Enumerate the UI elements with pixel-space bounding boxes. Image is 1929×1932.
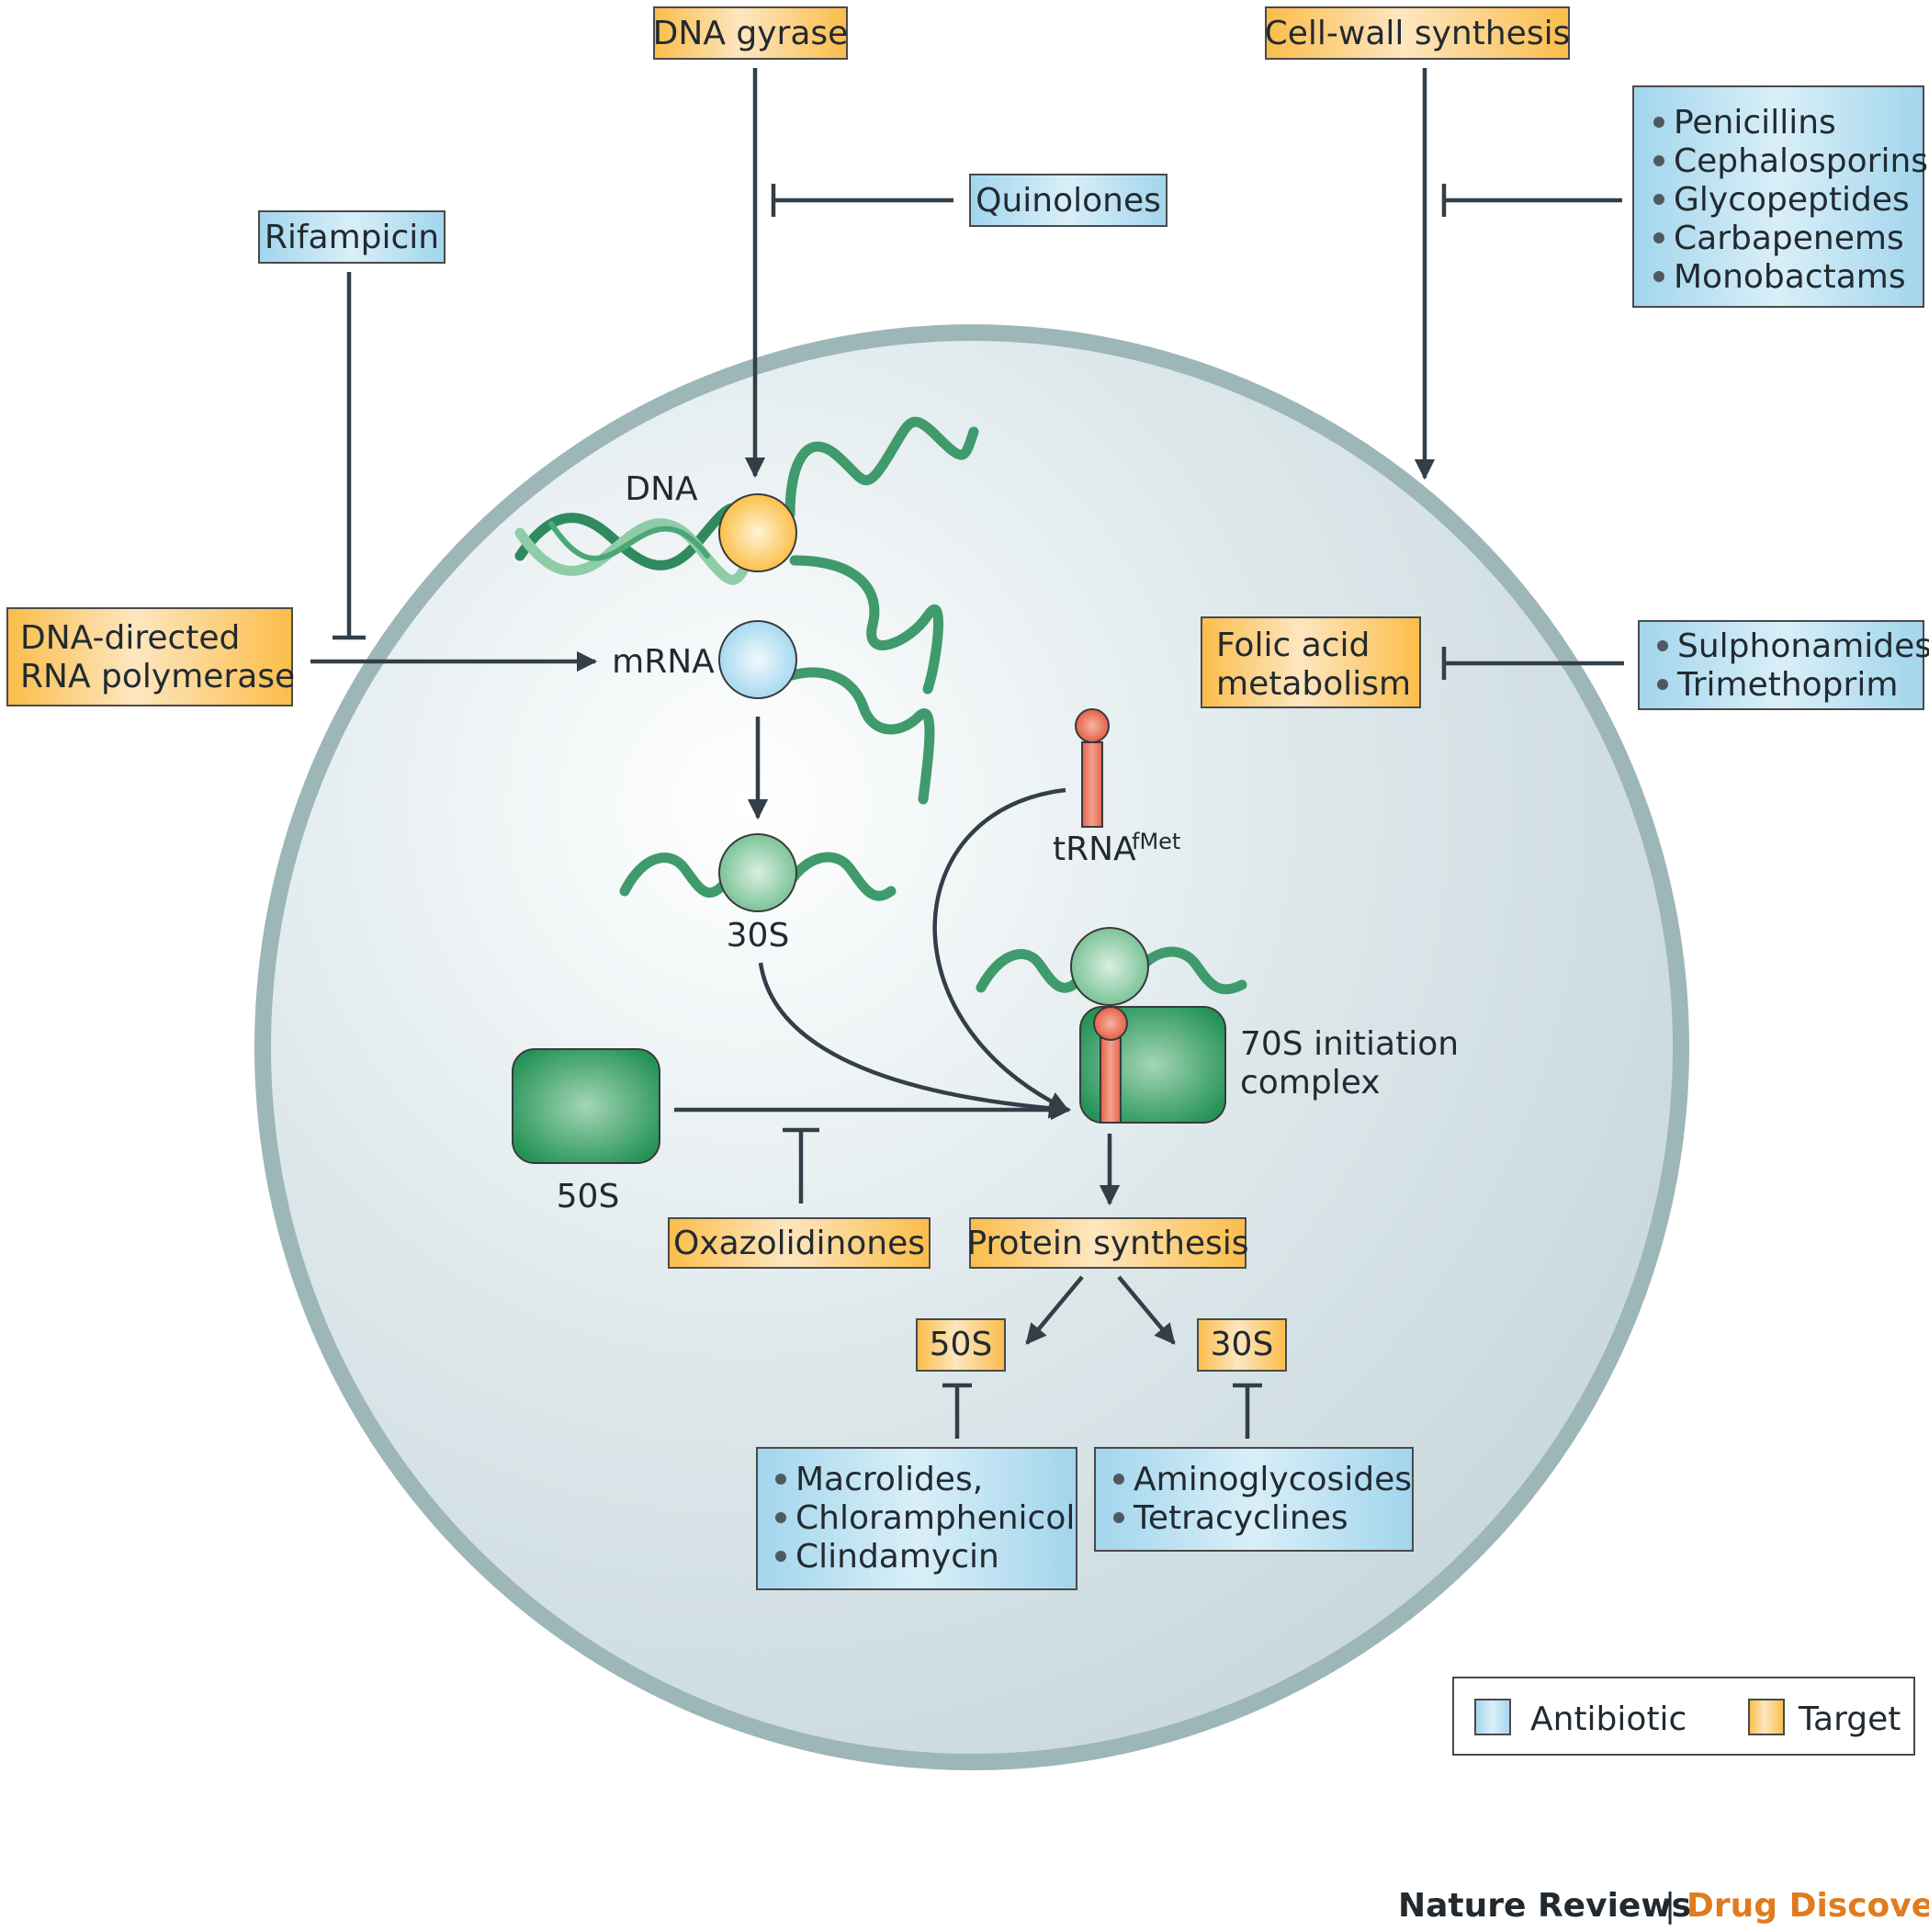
journal-credit: Nature Reviews | Drug Discovery: [1398, 1887, 1929, 1925]
label-30s: 30S: [727, 917, 790, 955]
arrow-30s-to-complex: [758, 962, 1070, 1119]
svg-text:Cephalosporins: Cephalosporins: [1674, 142, 1928, 180]
ribosome-30s: [718, 833, 797, 912]
antibiotic-rifampicin: Rifampicin: [258, 210, 446, 264]
svg-text:Folic acid: Folic acid: [1216, 627, 1370, 664]
antibiotic-50s-list: Macrolides, Chloramphenicol Clindamycin: [756, 1447, 1077, 1590]
svg-text:Rifampicin: Rifampicin: [265, 219, 439, 256]
target-50s: 50S: [916, 1318, 1006, 1372]
svg-text:Tetracyclines: Tetracyclines: [1133, 1499, 1348, 1537]
target-protein-synthesis: Protein synthesis: [966, 1217, 1249, 1269]
svg-text:DNA-directed: DNA-directed: [20, 619, 240, 657]
antibiotic-cell-wall-list: Penicillins Cephalosporins Glycopeptides…: [1632, 85, 1928, 308]
dna-strands: [784, 416, 979, 695]
legend-antibiotic-swatch: [1474, 1699, 1511, 1735]
svg-text:Glycopeptides: Glycopeptides: [1674, 181, 1910, 219]
target-oxazolidinones: Oxazolidinones: [668, 1217, 931, 1269]
mrna-ball: [718, 620, 797, 699]
svg-text:50S: 50S: [930, 1326, 993, 1363]
label-70s-complex-line1: 70S initiation: [1240, 1025, 1459, 1063]
svg-text:Oxazolidinones: Oxazolidinones: [673, 1225, 925, 1262]
svg-text:metabolism: metabolism: [1216, 665, 1411, 703]
legend: Antibiotic Target: [1452, 1677, 1915, 1756]
label-dna: DNA: [625, 470, 698, 508]
target-cell-wall: Cell-wall synthesis: [1265, 6, 1571, 60]
svg-text:Sulphonamides: Sulphonamides: [1677, 627, 1929, 665]
legend-target-label: Target: [1798, 1700, 1901, 1738]
arrow-protein-to-50s: [1025, 1275, 1084, 1345]
mrna-strand: [786, 667, 935, 805]
svg-text:Penicillins: Penicillins: [1674, 104, 1836, 141]
svg-text:Cell-wall synthesis: Cell-wall synthesis: [1265, 15, 1571, 52]
svg-text:DNA gyrase: DNA gyrase: [653, 15, 849, 52]
svg-text:Trimethoprim: Trimethoprim: [1676, 666, 1898, 704]
svg-text:Macrolides,: Macrolides,: [795, 1461, 983, 1498]
label-50s: 50S: [557, 1178, 620, 1215]
ribosome-30s-mrna: [619, 852, 897, 901]
svg-text:Protein synthesis: Protein synthesis: [966, 1225, 1248, 1262]
svg-text:Clindamycin: Clindamycin: [795, 1538, 999, 1576]
target-folic-acid: Folic acid metabolism: [1201, 616, 1421, 708]
credit-section: Drug Discovery: [1686, 1887, 1929, 1925]
label-trna-superscript: fMet: [1132, 829, 1180, 854]
legend-target-swatch: [1748, 1699, 1785, 1735]
label-70s-complex-line2: complex: [1240, 1064, 1381, 1102]
target-dna-gyrase: DNA gyrase: [653, 6, 849, 60]
legend-antibiotic-label: Antibiotic: [1530, 1700, 1686, 1738]
trna-fmet-molecule: [1075, 708, 1110, 828]
complex-70s: [976, 927, 1247, 1124]
dna-gyrase-ball: [718, 493, 797, 572]
credit-separator: |: [1664, 1887, 1675, 1925]
antibiotic-30s-list: Aminoglycosides Tetracyclines: [1094, 1447, 1414, 1552]
label-mrna: mRNA: [612, 643, 715, 681]
target-30s: 30S: [1197, 1318, 1287, 1372]
svg-text:Chloramphenicol: Chloramphenicol: [795, 1499, 1075, 1537]
svg-text:Monobactams: Monobactams: [1674, 258, 1906, 296]
svg-text:Quinolones: Quinolones: [976, 182, 1161, 220]
svg-text:RNA polymerase: RNA polymerase: [20, 658, 295, 695]
ribosome-50s: [512, 1048, 660, 1164]
svg-text:30S: 30S: [1211, 1326, 1274, 1363]
label-trna: tRNA: [1053, 830, 1136, 868]
antibiotic-quinolones: Quinolones: [969, 174, 1168, 227]
target-rna-polymerase: DNA-directed RNA polymerase: [6, 607, 295, 706]
svg-text:Aminoglycosides: Aminoglycosides: [1134, 1461, 1412, 1498]
antibiotic-folic-list: Sulphonamides Trimethoprim: [1638, 620, 1929, 710]
connector-lines: [310, 68, 1624, 1439]
svg-text:Carbapenems: Carbapenems: [1674, 220, 1904, 257]
credit-journal: Nature Reviews: [1398, 1887, 1691, 1925]
arrow-trna-to-complex: [932, 787, 1070, 1113]
arrow-protein-to-30s: [1117, 1275, 1176, 1345]
